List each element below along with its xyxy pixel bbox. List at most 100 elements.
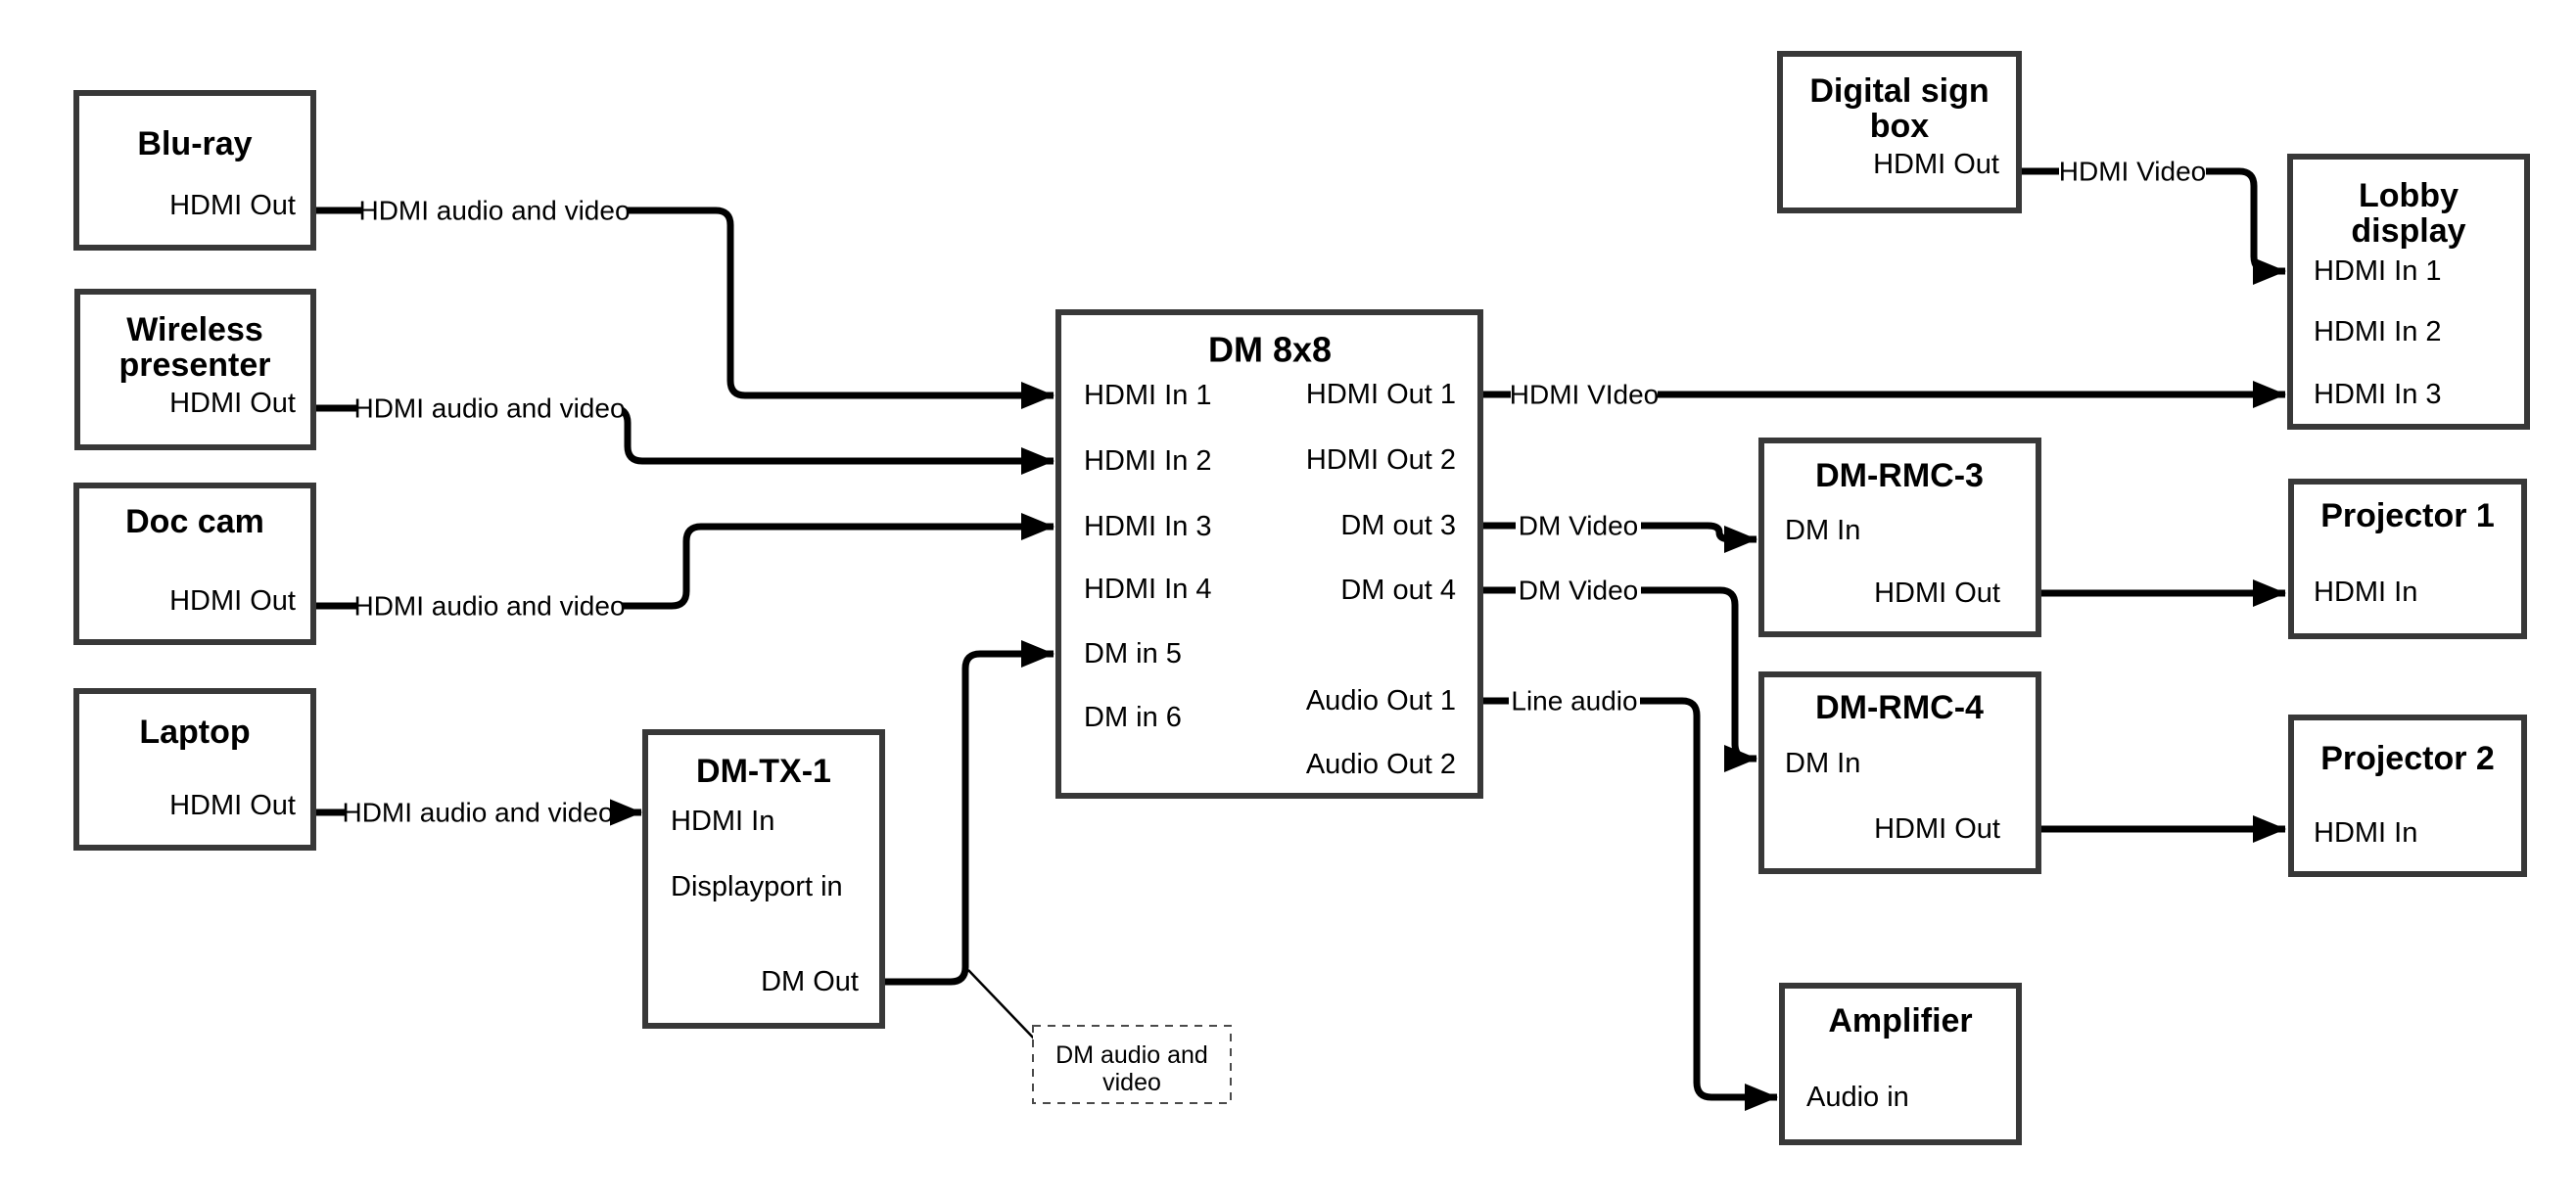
dm-8x8-port-dm-in-6: DM in 6 — [1084, 702, 1182, 733]
edge-label-text: HDMI audio and video — [342, 798, 613, 828]
edge-label-bg — [346, 795, 610, 830]
dm-rmc-3-box — [1758, 438, 2041, 637]
edge-label-text: DM Video — [1519, 511, 1638, 541]
wireless-presenter-port-hdmi-out: HDMI Out — [169, 388, 296, 419]
lobby-display-port-hdmi-in-2: HDMI In 2 — [2314, 316, 2442, 347]
dm-8x8-port-dm-in-5: DM in 5 — [1084, 638, 1182, 670]
node-bluray: Blu-ray HDMI Out — [73, 90, 316, 251]
dm-8x8-port-dm-out-3: DM out 3 — [1340, 510, 1456, 541]
dm-tx-1-title: DM-TX-1 — [696, 753, 831, 790]
note-callout-line — [967, 969, 1036, 1040]
edge-bluray-to-dm8x8-hdmi-in-1 — [313, 207, 1054, 409]
dm-rmc-3-port-hdmi-out: HDMI Out — [1874, 577, 2000, 609]
node-lobby-display: Lobby display HDMI In 1 HDMI In 2 HDMI I… — [2287, 154, 2530, 430]
projector-2-box — [2288, 715, 2527, 877]
node-dm-tx-1: DM-TX-1 HDMI In Displayport in DM Out — [642, 729, 885, 1029]
edge-label-bg — [1516, 573, 1641, 608]
edge-label-bg — [357, 391, 622, 426]
edge-labels: HDMI audio and video HDMI audio and vide… — [342, 154, 2206, 830]
projector-1-title: Projector 1 — [2320, 497, 2495, 534]
amplifier-box — [1779, 983, 2022, 1145]
dm-rmc-4-port-dm-in: DM In — [1785, 748, 1860, 779]
dm-8x8-port-audio-out-2: Audio Out 2 — [1306, 749, 1456, 780]
dm-8x8-port-dm-out-4: DM out 4 — [1340, 575, 1456, 606]
dm-tx-1-port-dm-out: DM Out — [761, 966, 859, 997]
node-laptop: Laptop HDMI Out — [73, 688, 316, 851]
doc-cam-box — [73, 483, 316, 645]
projector-2-title: Projector 2 — [2320, 740, 2495, 777]
edge-label-bg — [1511, 377, 1658, 412]
node-projector-2: Projector 2 HDMI In — [2288, 715, 2527, 877]
dm-8x8-port-hdmi-out-1: HDMI Out 1 — [1306, 379, 1456, 410]
digital-sign-box-title-line1: Digital sign — [1809, 72, 1989, 110]
dm-8x8-port-hdmi-in-3: HDMI In 3 — [1084, 511, 1212, 542]
node-dm-8x8: DM 8x8 HDMI In 1 HDMI In 2 HDMI In 3 HDM… — [1055, 309, 1483, 799]
doc-cam-title: Doc cam — [125, 503, 264, 540]
edge-label-text: HDMI VIdeo — [1510, 380, 1660, 410]
edge-dm8x8-audio-out1-to-amplifier — [1480, 697, 1778, 1111]
dm-8x8-port-audio-out-1: Audio Out 1 — [1306, 685, 1456, 716]
edge-label-doccam: HDMI audio and video — [353, 588, 626, 624]
laptop-box — [73, 688, 316, 851]
edge-label-text: HDMI audio and video — [358, 196, 630, 226]
edge-dm8x8-dm-out4-to-dmrmc4-dm-in — [1480, 586, 1757, 772]
laptop-port-hdmi-out: HDMI Out — [169, 790, 296, 821]
dm-8x8-box — [1055, 309, 1483, 799]
edge-sign-to-lobby-hdmi-in-1 — [2019, 167, 2286, 285]
edge-label-dm-out-4: DM Video — [1516, 573, 1641, 608]
edge-label-laptop: HDMI audio and video — [342, 795, 614, 830]
edge-label-text: HDMI Video — [2059, 157, 2206, 187]
wireless-presenter-title-line2: presenter — [119, 346, 271, 384]
wireless-presenter-title-line1: Wireless — [126, 311, 263, 348]
lobby-display-title-line1: Lobby — [2359, 177, 2459, 214]
dm-rmc-4-box — [1758, 671, 2041, 874]
bluray-title: Blu-ray — [137, 125, 252, 162]
lobby-display-box — [2287, 154, 2530, 430]
edge-label-wireless: HDMI audio and video — [353, 391, 626, 426]
dm-rmc-4-title: DM-RMC-4 — [1815, 689, 1984, 726]
dm-8x8-port-hdmi-out-2: HDMI Out 2 — [1306, 444, 1456, 476]
node-projector-1: Projector 1 HDMI In — [2288, 479, 2527, 639]
lobby-display-title-line2: display — [2351, 212, 2465, 250]
edge-label-dm-out-3: DM Video — [1516, 508, 1641, 543]
digital-sign-box-port-hdmi-out: HDMI Out — [1873, 149, 1999, 180]
edge-label-text: Line audio — [1511, 686, 1637, 716]
doc-cam-port-hdmi-out: HDMI Out — [169, 585, 296, 617]
edge-label-bg — [2059, 154, 2206, 189]
bluray-port-hdmi-out: HDMI Out — [169, 190, 296, 221]
digital-sign-box-title-line2: box — [1870, 108, 1930, 145]
dm-rmc-4-port-hdmi-out: HDMI Out — [1874, 813, 2000, 845]
edge-label-hdmi-out-1: HDMI VIdeo — [1510, 377, 1660, 412]
dm-8x8-port-hdmi-in-4: HDMI In 4 — [1084, 574, 1212, 605]
node-doc-cam: Doc cam HDMI Out — [73, 483, 316, 645]
dm-tx-1-box — [642, 729, 885, 1029]
dm-8x8-port-hdmi-in-2: HDMI In 2 — [1084, 445, 1212, 477]
edge-label-bg — [1509, 683, 1640, 718]
node-dm-rmc-4: DM-RMC-4 DM In HDMI Out — [1758, 671, 2041, 874]
node-dm-rmc-3: DM-RMC-3 DM In HDMI Out — [1758, 438, 2041, 637]
lobby-display-port-hdmi-in-1: HDMI In 1 — [2314, 255, 2442, 287]
projector-1-port-hdmi-in: HDMI In — [2314, 577, 2417, 608]
dm-8x8-title: DM 8x8 — [1208, 330, 1332, 370]
node-wireless-presenter: Wireless presenter HDMI Out — [74, 289, 316, 450]
lobby-display-port-hdmi-in-3: HDMI In 3 — [2314, 379, 2442, 410]
dm-8x8-port-hdmi-in-1: HDMI In 1 — [1084, 380, 1212, 411]
note-box — [1032, 1025, 1232, 1104]
edge-label-bg — [357, 588, 622, 624]
note-text-line2: video — [1102, 1069, 1161, 1096]
node-digital-sign-box: Digital sign box HDMI Out — [1777, 51, 2022, 213]
edge-label-text: HDMI audio and video — [353, 591, 625, 622]
node-amplifier: Amplifier Audio in — [1779, 983, 2022, 1145]
amplifier-port-audio-in: Audio in — [1806, 1082, 1909, 1113]
dm-rmc-3-port-dm-in: DM In — [1785, 515, 1860, 546]
projector-2-port-hdmi-in: HDMI In — [2314, 817, 2417, 849]
bluray-box — [73, 90, 316, 251]
laptop-title: Laptop — [139, 714, 250, 751]
edge-label-text: HDMI audio and video — [353, 393, 625, 424]
dm-rmc-3-title: DM-RMC-3 — [1815, 457, 1984, 494]
edge-label-text: DM Video — [1519, 576, 1638, 606]
edge-label-bg — [1516, 508, 1641, 543]
edge-label-sign-to-lobby: HDMI Video — [2059, 154, 2206, 189]
note-text-line1: DM audio and — [1055, 1041, 1208, 1069]
